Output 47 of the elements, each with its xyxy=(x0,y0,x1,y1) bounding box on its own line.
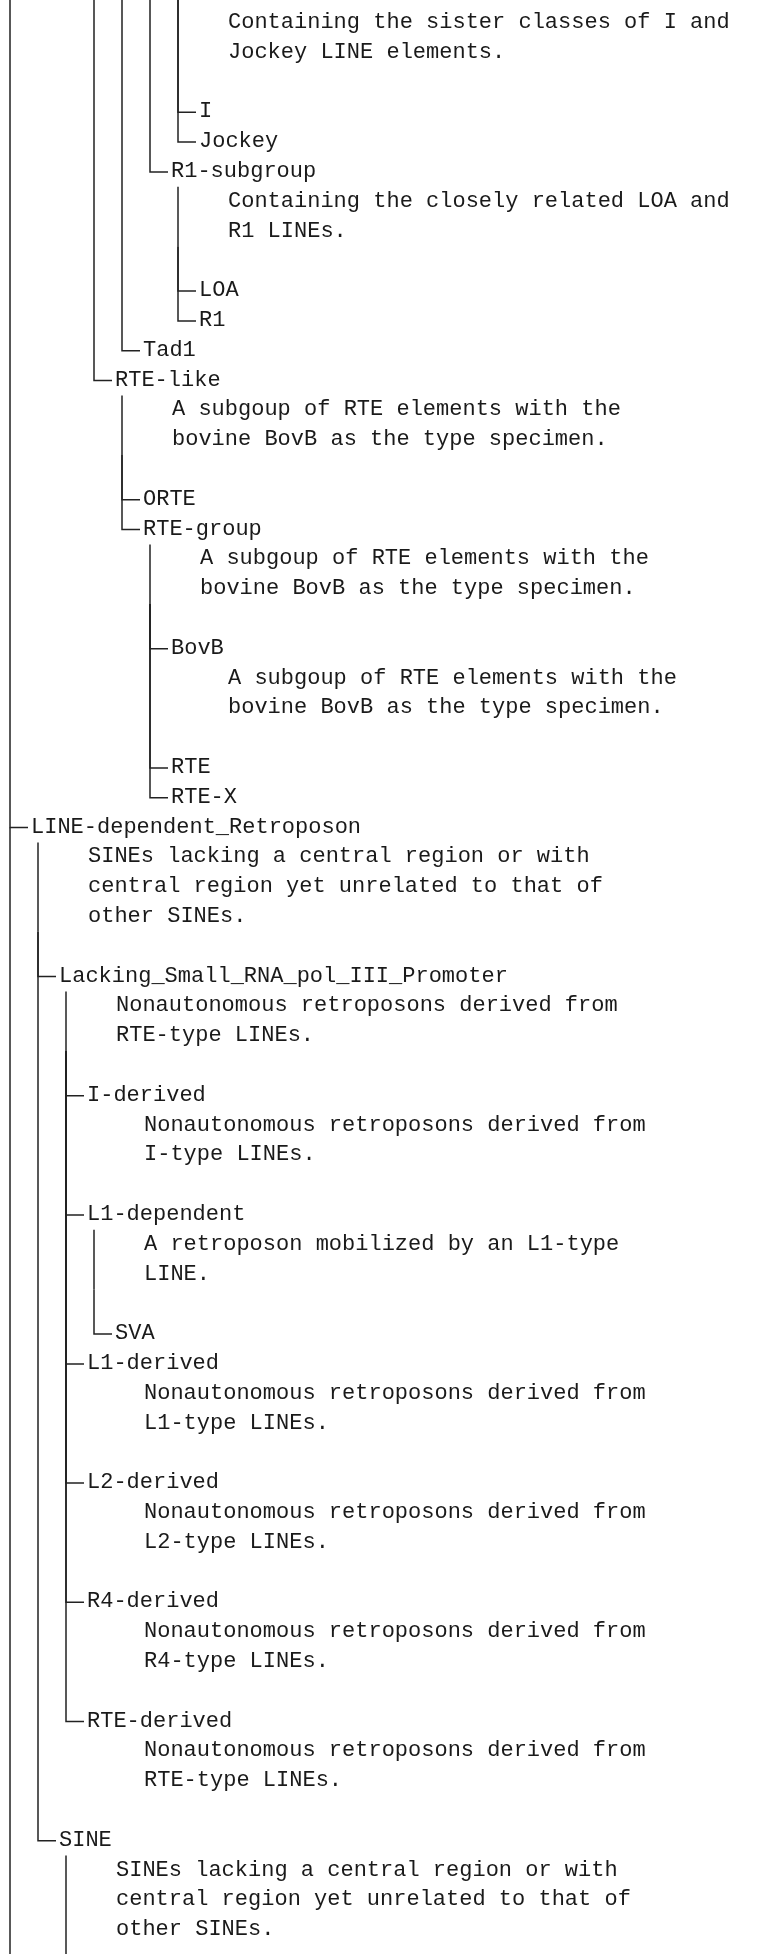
class-name: LINE-dependent_Retroposon xyxy=(31,813,362,842)
class-name: BovB xyxy=(171,634,224,663)
class-name: L2-derived xyxy=(87,1469,220,1498)
tree-connector xyxy=(149,603,169,799)
class-name: L1-derived xyxy=(87,1350,220,1378)
description-text: SINEs lacking a central region or with central region yet unrelated to that of other SINEs. xyxy=(116,1856,631,1945)
description-text: Nonautonomous retroposons derived from RTE-type LINEs. xyxy=(116,992,619,1051)
class-name: R4-derived xyxy=(87,1588,220,1617)
description-text: A subgoup of RTE elements with the bovine BovB as the type specimen. xyxy=(228,664,678,723)
class-name: R1-subgroup xyxy=(171,158,317,186)
description-text: A subgoup of RTE elements with the bovine BovB as the type specimen. xyxy=(172,396,622,455)
description-text: A retroposon mobilized by an L1-type LINE. xyxy=(144,1230,621,1289)
class-name: RTE-like xyxy=(115,366,221,395)
class-name: RTE xyxy=(171,754,211,782)
class-name: Lacking_Small_RNA_pol_III_Promoter xyxy=(59,962,508,991)
class-name: SINE xyxy=(59,1826,112,1855)
tree-connector xyxy=(149,0,169,173)
class-name: Jockey xyxy=(199,128,279,157)
description-text: Nonautonomous retroposons derived from I-type LINEs. xyxy=(144,1111,647,1170)
tree-connector xyxy=(121,454,141,531)
description-text: Nonautonomous retroposons derived from R4-type LINEs. xyxy=(144,1618,647,1676)
tree-connector xyxy=(37,931,57,1842)
class-name: ORTE xyxy=(143,485,196,514)
description-text: Nonautonomous retroposons derived from L2-type LINEs. xyxy=(144,1499,647,1557)
tree-connector xyxy=(9,0,29,829)
class-name: RTE-derived xyxy=(87,1707,233,1736)
tree-connector xyxy=(177,0,197,143)
class-name: RTE-group xyxy=(143,515,262,544)
description-text: Nonautonomous retroposons derived from L1-type LINEs. xyxy=(144,1379,647,1438)
class-name: L1-dependent xyxy=(87,1201,246,1229)
class-name: LOA xyxy=(199,277,239,306)
class-name: R1 xyxy=(199,307,226,335)
class-name: RTE-X xyxy=(171,783,237,812)
description-text: A subgoup of RTE elements with the bovine BovB as the type specimen. xyxy=(200,545,650,604)
tree-connector xyxy=(93,0,113,382)
description-text: Containing the closely related LOA and R1 LINEs. xyxy=(228,187,731,246)
description-text: Nonautonomous retroposons derived from RTE-type LINEs. xyxy=(144,1737,647,1796)
description-text: Containing the sister classes of I and Jockey LINE elements. xyxy=(228,9,731,67)
class-name: I-derived xyxy=(87,1081,206,1110)
class-name: Tad1 xyxy=(143,336,196,365)
class-name: I xyxy=(199,98,213,127)
tree-connector xyxy=(65,1050,85,1723)
tree-connector xyxy=(121,0,141,352)
class-name: SVA xyxy=(115,1320,155,1349)
tree-connector xyxy=(177,245,197,322)
tree-connector xyxy=(93,1288,113,1335)
description-text: SINEs lacking a central region or with central region yet unrelated to that of other SINEs. xyxy=(88,843,603,931)
